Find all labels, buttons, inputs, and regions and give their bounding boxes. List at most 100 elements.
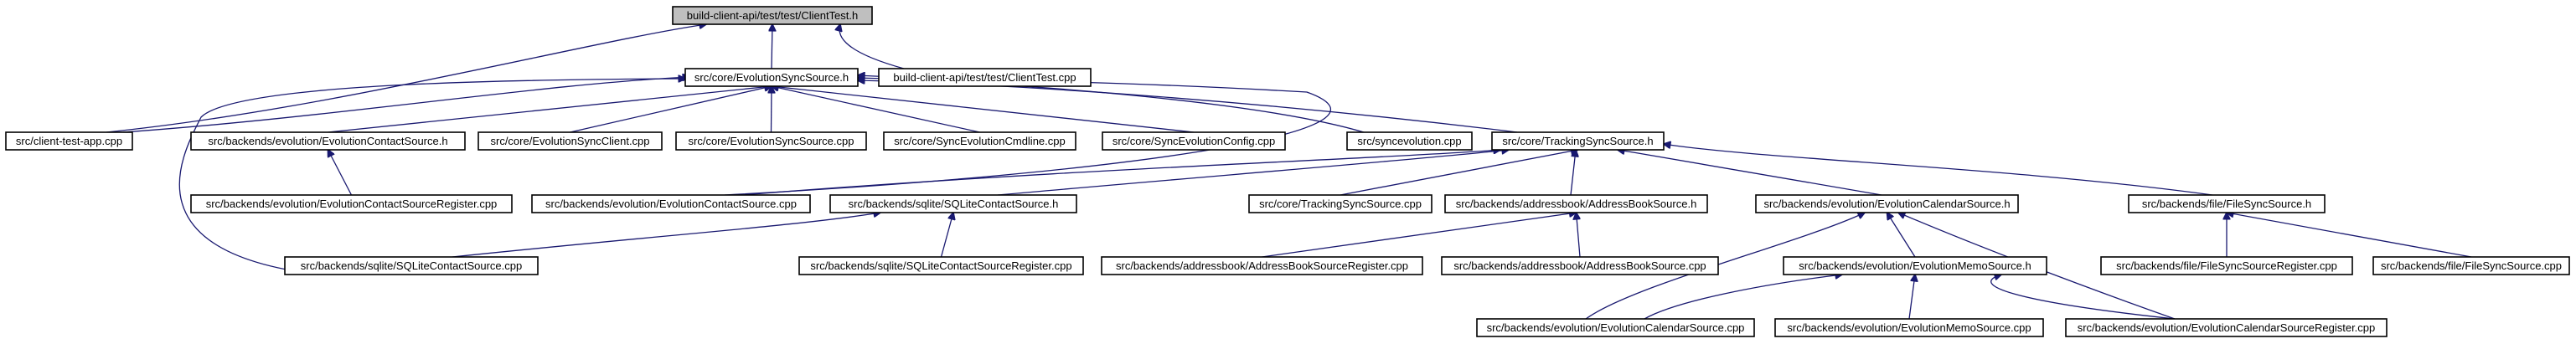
node-box <box>1441 256 1719 275</box>
file-node[interactable]: src/backends/evolution/EvolutionContactS… <box>531 194 811 213</box>
node-label: src/backends/evolution/EvolutionContactS… <box>206 198 498 210</box>
node-label: build-client-api/test/test/ClientTest.cp… <box>893 71 1076 84</box>
node-box <box>1755 194 2019 213</box>
edge-n17-to-n10 <box>1664 144 2213 196</box>
node-label: src/core/SyncEvolutionConfig.cpp <box>1112 135 1275 147</box>
file-node[interactable]: src/core/EvolutionSyncSource.cpp <box>675 131 867 151</box>
node-box <box>1783 256 2047 275</box>
file-node[interactable]: src/backends/evolution/EvolutionMemoSour… <box>1774 318 2044 337</box>
node-box <box>1346 131 1473 151</box>
node-box <box>5 131 133 151</box>
node-label: src/backends/evolution/EvolutionCalendar… <box>1487 321 1745 334</box>
file-node[interactable]: src/core/TrackingSyncSource.h <box>1491 131 1665 151</box>
node-label: src/backends/addressbook/AddressBookSour… <box>1453 259 1706 272</box>
node-label: src/backends/evolution/EvolutionMemoSour… <box>1787 321 2031 334</box>
file-node[interactable]: src/backends/evolution/EvolutionMemoSour… <box>1783 256 2047 275</box>
file-node[interactable]: src/backends/evolution/EvolutionCalendar… <box>1476 318 1755 337</box>
edge-n14-to-n10 <box>1340 150 1578 196</box>
node-box <box>2065 318 2388 337</box>
node-label: src/backends/evolution/EvolutionContactS… <box>208 135 447 147</box>
node-label: src/core/EvolutionSyncSource.cpp <box>689 135 854 147</box>
edge-n11-to-n4 <box>328 150 353 196</box>
edge-n18-to-n1 <box>178 79 685 275</box>
file-node[interactable]: src/backends/addressbook/AddressBookSour… <box>1444 194 1708 213</box>
edge-n16-to-n10 <box>1618 150 1882 196</box>
node-label: src/backends/file/FileSyncSource.cpp <box>2381 259 2562 272</box>
node-label: src/backends/evolution/EvolutionCalendar… <box>2078 321 2376 334</box>
node-label: src/core/TrackingSyncSource.cpp <box>1259 198 1422 210</box>
node-box <box>675 131 867 151</box>
file-node[interactable]: src/core/EvolutionSyncSource.h <box>684 68 859 87</box>
file-node[interactable]: src/core/SyncEvolutionConfig.cpp <box>1102 131 1286 151</box>
nodes-layer: build-client-api/test/test/ClientTest.h s… <box>5 6 2570 337</box>
node-label: src/backends/sqlite/SQLiteContactSource.… <box>301 259 522 272</box>
node-label: src/backends/sqlite/SQLiteContactSource.… <box>849 198 1059 210</box>
file-node[interactable]: src/backends/sqlite/SQLiteContactSource.… <box>829 194 1077 213</box>
file-node[interactable]: src/backends/file/FileSyncSource.cpp <box>2372 256 2570 275</box>
node-box <box>672 6 873 25</box>
node-box <box>1444 194 1708 213</box>
edge-n26-to-n22 <box>1908 275 1915 320</box>
edge-n3-to-n0 <box>106 24 706 133</box>
root-node[interactable]: build-client-api/test/test/ClientTest.h <box>672 6 873 25</box>
file-node[interactable]: src/backends/evolution/EvolutionContactS… <box>190 131 466 151</box>
node-box <box>1102 131 1286 151</box>
file-node[interactable]: src/backends/evolution/EvolutionContactS… <box>190 194 513 213</box>
node-label: src/backends/sqlite/SQLiteContactSourceR… <box>810 259 1071 272</box>
edge-n4-to-n1 <box>328 86 772 133</box>
node-box <box>2372 256 2570 275</box>
edge-n8-to-n1 <box>772 86 1195 133</box>
edge-n21-to-n15 <box>1577 213 1581 258</box>
file-node[interactable]: src/backends/evolution/EvolutionCalendar… <box>1755 194 2019 213</box>
node-box <box>798 256 1084 275</box>
file-node[interactable]: src/backends/sqlite/SQLiteContactSourceR… <box>798 256 1084 275</box>
edge-n18-to-n13 <box>452 213 880 258</box>
edge-n5-to-n1 <box>570 86 772 133</box>
node-box <box>684 68 859 87</box>
node-label: src/core/SyncEvolutionCmdline.cpp <box>894 135 1065 147</box>
edge-n20-to-n15 <box>1262 213 1577 258</box>
node-label: src/backends/file/FileSyncSource.h <box>2142 198 2311 210</box>
file-node[interactable]: src/syncevolution.cpp <box>1346 131 1473 151</box>
node-box <box>1774 318 2044 337</box>
edge-n25-to-n22 <box>1644 275 1842 320</box>
node-box <box>2100 256 2353 275</box>
file-node[interactable]: src/backends/sqlite/SQLiteContactSource.… <box>284 256 539 275</box>
file-node[interactable]: src/backends/addressbook/AddressBookSour… <box>1441 256 1719 275</box>
node-box <box>284 256 539 275</box>
edge-n22-to-n16 <box>1887 213 1916 258</box>
node-box <box>1476 318 1755 337</box>
file-node[interactable]: src/backends/file/FileSyncSource.h <box>2128 194 2326 213</box>
node-label: src/core/TrackingSyncSource.h <box>1502 135 1653 147</box>
edge-n24-to-n17 <box>2227 213 2472 258</box>
file-node[interactable]: src/core/EvolutionSyncClient.cpp <box>478 131 663 151</box>
file-node[interactable]: src/core/SyncEvolutionCmdline.cpp <box>883 131 1076 151</box>
file-node[interactable]: src/backends/file/FileSyncSourceRegister… <box>2100 256 2353 275</box>
node-box <box>883 131 1076 151</box>
file-node[interactable]: build-client-api/test/test/ClientTest.cp… <box>878 68 1092 87</box>
edge-n3-to-n1 <box>122 77 689 133</box>
file-node[interactable]: src/backends/addressbook/AddressBookSour… <box>1101 256 1423 275</box>
node-label: build-client-api/test/test/ClientTest.h <box>687 9 858 22</box>
node-box <box>1491 131 1665 151</box>
node-label: src/backends/addressbook/AddressBookSour… <box>1116 259 1408 272</box>
file-node[interactable]: src/core/TrackingSyncSource.cpp <box>1248 194 1433 213</box>
node-box <box>531 194 811 213</box>
node-label: src/core/EvolutionSyncClient.cpp <box>490 135 649 147</box>
edge-n19-to-n13 <box>940 213 954 258</box>
file-node[interactable]: src/backends/evolution/EvolutionCalendar… <box>2065 318 2388 337</box>
edge-n27-to-n22 <box>1990 275 2176 320</box>
node-label: src/backends/addressbook/AddressBookSour… <box>1456 198 1697 210</box>
node-label: src/backends/file/FileSyncSourceRegister… <box>2116 259 2337 272</box>
file-node[interactable]: src/client-test-app.cpp <box>5 131 133 151</box>
edge-n13-to-n10 <box>997 150 1509 196</box>
node-box <box>878 68 1092 87</box>
node-box <box>2128 194 2326 213</box>
node-box <box>1101 256 1423 275</box>
node-box <box>1248 194 1433 213</box>
node-label: src/core/EvolutionSyncSource.h <box>694 71 849 84</box>
edge-n7-to-n1 <box>772 86 980 133</box>
edge-n2-to-n0 <box>839 24 905 69</box>
node-box <box>190 131 466 151</box>
